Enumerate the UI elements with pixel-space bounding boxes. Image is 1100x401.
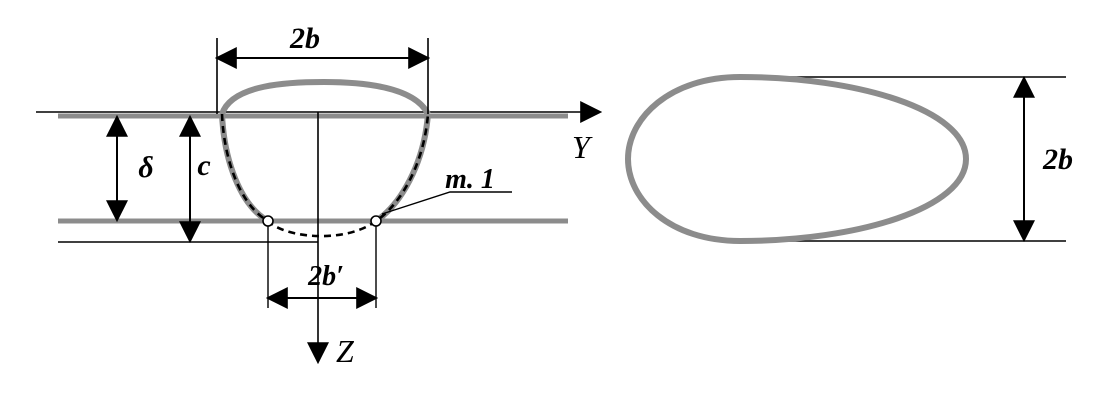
label-c: c [197, 149, 210, 182]
top-view: 2b [624, 73, 1073, 245]
cross-section-view: 2b Y Z δ c m. 1 2b′ [36, 22, 603, 369]
leader-m1 [381, 191, 512, 215]
label-delta: δ [138, 151, 153, 184]
point-m1 [370, 215, 382, 227]
label-2b-right: 2b [1042, 143, 1073, 176]
weld-reinforcement [219, 78, 431, 116]
label-axis-z: Z [336, 333, 355, 369]
label-m1: m. 1 [445, 164, 495, 195]
weld-pool-outline [624, 73, 970, 245]
fusion-boundary [219, 113, 431, 224]
fusion-boundary-dashed [220, 113, 430, 238]
label-axis-y: Y [572, 129, 593, 165]
point-left [262, 215, 274, 227]
label-2b-prime: 2b′ [307, 261, 344, 292]
label-2b-top: 2b [289, 22, 320, 55]
